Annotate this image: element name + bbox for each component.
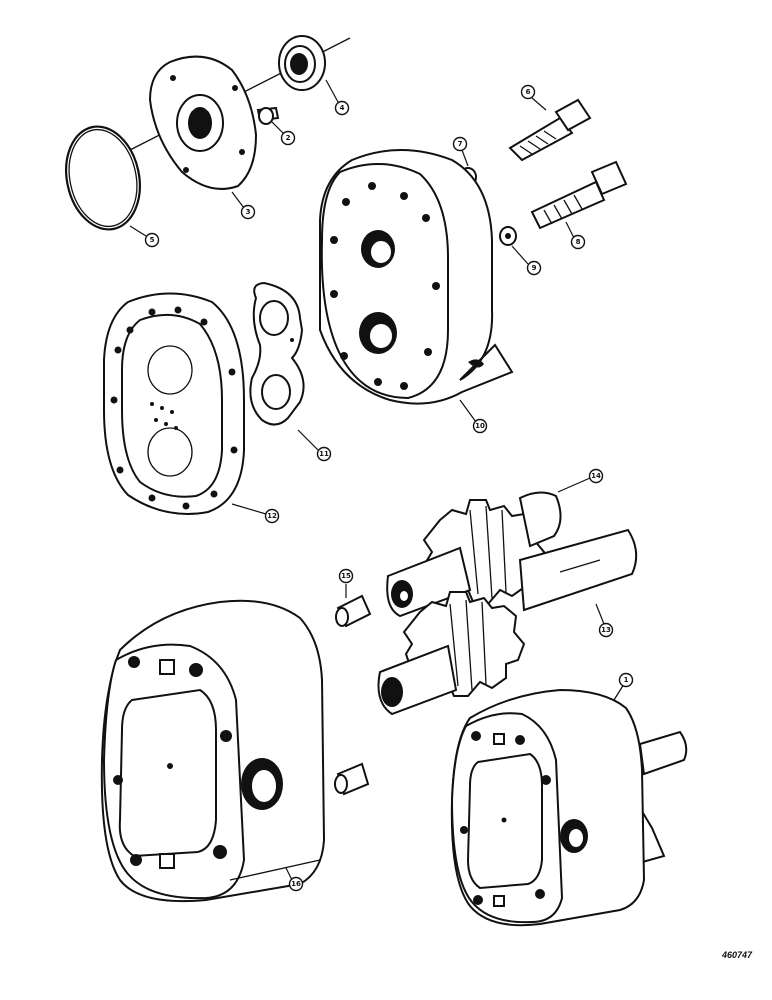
svg-text:10: 10 [475,422,485,430]
dowel-pin-part-15 [335,594,372,628]
assembled-pump-part-1 [450,688,688,927]
gasket-part-11 [249,281,305,426]
callout-6: 6 [520,84,536,100]
callout-10: 10 [472,418,488,434]
o-ring-part-5 [65,125,141,231]
callout-1: 1 [618,672,634,688]
svg-text:7: 7 [458,140,463,148]
callout-14: 14 [588,468,604,484]
wear-plate-part-12 [103,292,245,515]
callout-12: 12 [264,508,280,524]
callout-11: 11 [316,446,332,462]
callout-9: 9 [526,260,542,276]
svg-text:9: 9 [532,264,537,272]
washer-part-9 [499,226,517,246]
callout-2: 2 [280,130,296,146]
seal-part-4 [278,35,326,91]
cap-screw-part-6 [508,98,592,162]
svg-text:12: 12 [267,512,277,520]
svg-text:5: 5 [150,236,155,244]
drawing-reference-number: 460747 [721,950,752,960]
svg-text:6: 6 [526,88,531,96]
callout-16: 16 [288,876,304,892]
drive-gear-part-14 [386,491,562,618]
leader-lines [129,79,625,881]
front-cover-part-10 [319,149,514,405]
callout-3: 3 [240,204,256,220]
svg-text:4: 4 [340,104,345,112]
callout-15: 15 [338,568,354,584]
callout-13: 13 [598,622,614,638]
pump-body-part-16 [100,599,326,903]
svg-text:1: 1 [624,676,629,684]
svg-text:3: 3 [246,208,251,216]
svg-text:16: 16 [291,880,301,888]
svg-text:11: 11 [319,450,329,458]
svg-text:15: 15 [341,572,351,580]
shaft-gear-part-13 [377,528,638,716]
svg-text:2: 2 [286,134,291,142]
cap-screw-part-8 [530,160,628,230]
svg-text:8: 8 [576,238,581,246]
callout-4: 4 [334,100,350,116]
screw-part-2 [256,106,280,125]
svg-text:14: 14 [591,472,601,480]
callout-5: 5 [144,232,160,248]
svg-text:13: 13 [601,626,611,634]
callout-8: 8 [570,234,586,250]
dowel-pin-lower [334,762,370,796]
callout-7: 7 [452,136,468,152]
flange-plate-part-3 [148,55,258,190]
